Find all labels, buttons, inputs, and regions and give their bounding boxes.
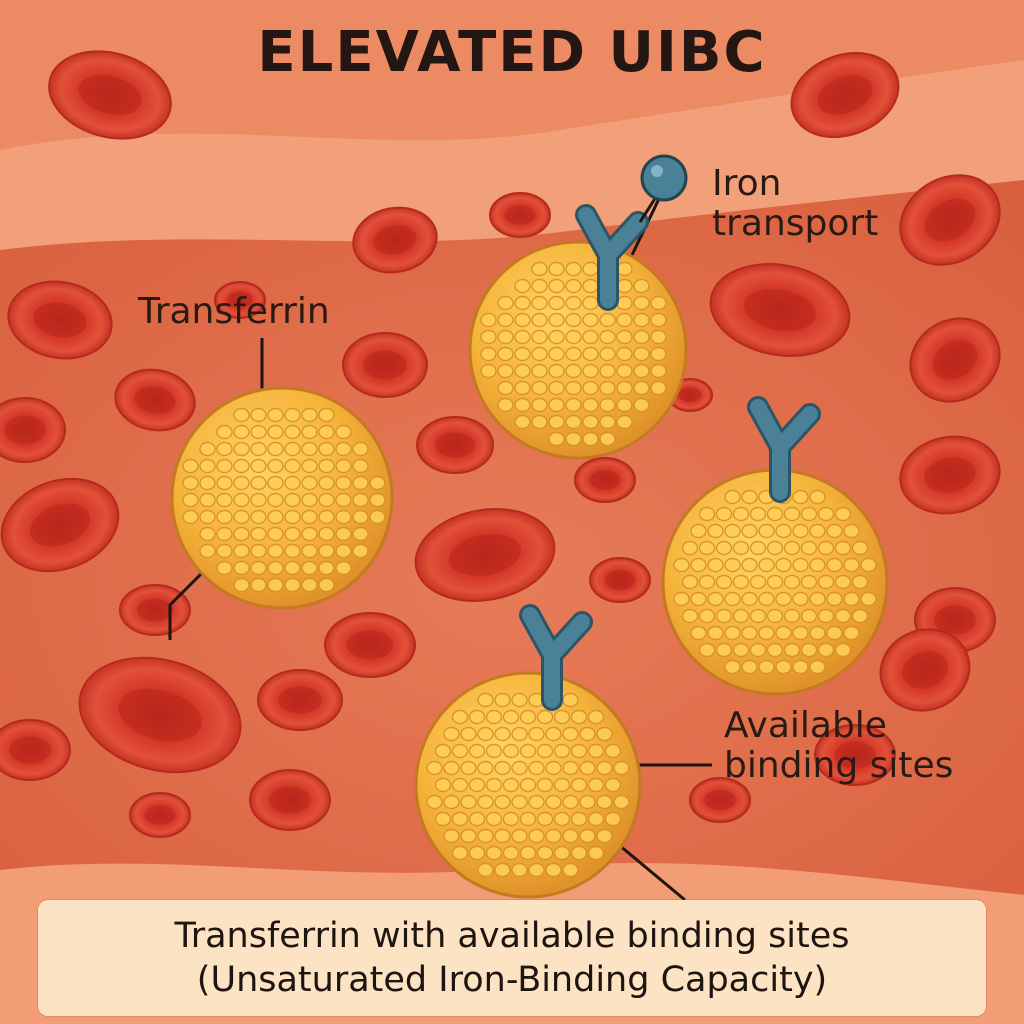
- connector-line: [168, 558, 217, 640]
- red-blood-cell: [0, 719, 71, 781]
- red-blood-cell: [574, 457, 636, 503]
- red-blood-cell: [0, 397, 66, 463]
- transferrin-protein-top: [468, 240, 688, 460]
- red-blood-cell: [352, 206, 438, 274]
- red-blood-cell: [416, 416, 494, 474]
- transferrin-protein-right: [661, 468, 889, 696]
- red-blood-cell: [129, 792, 191, 838]
- red-blood-cell: [78, 656, 242, 774]
- transferrin-protein-left: [170, 386, 394, 610]
- red-blood-cell: [667, 378, 713, 412]
- red-blood-cells: [0, 50, 1001, 838]
- iron-transport-label-line2: transport: [712, 203, 879, 245]
- red-blood-cell: [119, 584, 191, 636]
- transferrin-label-text: Transferrin: [138, 291, 330, 332]
- transferrin-label: Transferrin: [138, 291, 330, 332]
- red-blood-cell: [324, 612, 416, 678]
- red-blood-cell: [489, 192, 551, 238]
- available-binding-sites-label: Available binding sites: [724, 705, 954, 787]
- red-blood-cell: [0, 477, 120, 573]
- red-blood-cell: [909, 317, 1001, 403]
- red-blood-cell: [689, 777, 751, 823]
- red-blood-cell: [790, 51, 900, 139]
- receptor-available-right: [747, 396, 821, 503]
- red-blood-cell: [879, 628, 971, 712]
- red-blood-cell: [814, 724, 896, 786]
- caption-line-1: Transferrin with available binding sites: [174, 916, 850, 956]
- receptor-with-iron: [575, 204, 649, 311]
- available-label-line1: Available: [724, 705, 887, 746]
- iron-transport-label-line1: Iron: [712, 163, 782, 204]
- red-blood-cell: [899, 174, 1001, 266]
- red-blood-cell: [257, 669, 343, 731]
- available-label-line2: binding sites: [724, 745, 954, 787]
- red-blood-cell: [899, 435, 1001, 515]
- caption-line-2: (Unsaturated Iron-Binding Capacity): [196, 960, 828, 1000]
- red-blood-cell: [342, 332, 428, 398]
- red-blood-cell: [7, 280, 113, 360]
- red-blood-cell: [589, 557, 651, 603]
- red-blood-cell: [114, 368, 196, 432]
- iron-atom-icon: [638, 154, 688, 223]
- receptor-available-bottom: [519, 604, 593, 711]
- red-blood-cell: [709, 263, 851, 357]
- diagram-title: ELEVATED UIBC: [257, 20, 767, 85]
- red-blood-cell: [414, 508, 556, 602]
- transferrin-protein-bottom: [414, 671, 642, 899]
- caption-box: Transferrin with available binding sites…: [38, 900, 986, 1016]
- red-blood-cell: [214, 281, 266, 319]
- iron-transport-label: Iron transport: [712, 163, 879, 245]
- red-blood-cell: [249, 769, 331, 831]
- red-blood-cell: [48, 50, 172, 140]
- transferrin-proteins: [170, 154, 889, 899]
